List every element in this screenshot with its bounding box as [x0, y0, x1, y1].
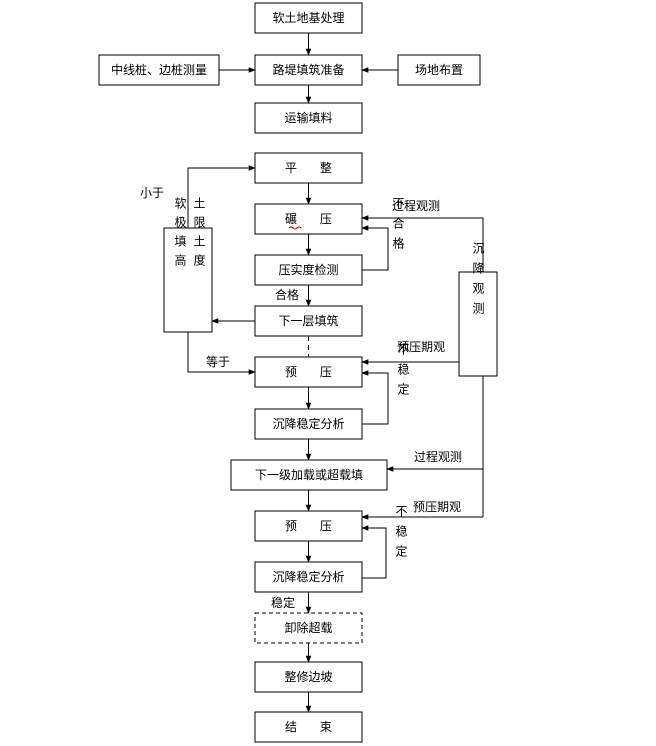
node-soft-soil-limit-height: 软极填高 土限土度	[163, 197, 213, 333]
node-site-layout: 场地布置	[397, 54, 481, 86]
arrow-less-than-to-leveling	[187, 165, 256, 228]
node-preload-2: 预 压	[254, 510, 363, 542]
node-transport-fill-label: 运输填料	[284, 110, 332, 125]
arrow-unqualified-loop	[361, 225, 389, 271]
node-embankment-prep: 路堤填筑准备	[254, 54, 363, 86]
node-preload-1-label: 预 压	[285, 365, 332, 379]
node-rolling: 碾 压	[254, 203, 363, 235]
node-compaction-test: 压实度检测	[254, 254, 363, 286]
node-settlement-analysis-2-label: 沉降稳定分析	[272, 569, 344, 584]
node-remove-surcharge: 卸除超载	[254, 612, 363, 644]
soft-soil-column-2: 土限土度	[192, 197, 206, 273]
arrow-unstable-loop-2	[361, 525, 387, 579]
node-end: 结 束	[254, 711, 363, 743]
arrow-equal-to-preload	[187, 332, 256, 375]
node-settlement-analysis-1-label: 沉降稳定分析	[272, 416, 344, 431]
node-end-label: 结 束	[285, 720, 332, 734]
label-stable: 稳定	[271, 595, 295, 610]
node-preload-1: 预 压	[254, 356, 363, 388]
node-settlement-observation: 沉降观测	[458, 242, 498, 377]
label-process-obs-2: 过程观测	[414, 449, 462, 464]
node-site-layout-label: 场地布置	[415, 63, 463, 77]
node-next-loading-label: 下一级加载或超载填	[255, 467, 363, 482]
arrow-unstable-loop-1	[361, 370, 389, 425]
arrow-process-obs-to-rolling	[361, 215, 484, 272]
spellcheck-squiggle	[288, 226, 302, 230]
node-leveling: 平 整	[254, 152, 363, 184]
node-leveling-label: 平 整	[285, 160, 332, 175]
soft-soil-column-1: 软极填高	[173, 197, 187, 273]
node-centerline-survey: 中线桩、边桩测量	[98, 54, 220, 86]
node-settlement-analysis-2: 沉降稳定分析	[254, 561, 363, 593]
node-preload-2-label: 预 压	[285, 519, 332, 533]
node-transport-fill: 运输填料	[254, 102, 363, 134]
node-next-loading: 下一级加载或超载填	[230, 459, 388, 491]
node-trim-slope-label: 整修边坡	[284, 669, 332, 684]
node-embankment-prep-label: 路堤填筑准备	[272, 62, 344, 77]
label-preload-period-obs-2: 预压期观	[413, 500, 461, 514]
label-less-than: 小于	[140, 186, 164, 200]
label-preload-period-obs-1: 预压期观	[397, 340, 445, 354]
node-next-layer: 下一层填筑	[254, 305, 363, 337]
label-unstable-2: 不稳定	[394, 505, 408, 565]
node-trim-slope: 整修边坡	[254, 661, 363, 693]
node-soft-foundation-label: 软土地基处理	[272, 11, 344, 25]
label-equal-to: 等于	[206, 355, 230, 369]
node-soft-foundation: 软土地基处理	[254, 2, 363, 34]
node-centerline-survey-label: 中线桩、边桩测量	[111, 62, 207, 77]
label-unqualified: 不合格	[391, 197, 405, 257]
node-rolling-label: 碾 压	[285, 212, 332, 226]
label-process-obs-1: 过程观测	[392, 198, 440, 213]
node-remove-surcharge-label: 卸除超载	[284, 620, 332, 635]
settlement-observation-label: 沉降观测	[471, 242, 485, 322]
node-next-layer-label: 下一层填筑	[278, 313, 338, 328]
node-compaction-test-label: 压实度检测	[278, 262, 338, 277]
node-settlement-analysis-1: 沉降稳定分析	[254, 408, 363, 440]
label-qualified: 合格	[275, 287, 299, 302]
label-unstable-1: 不稳定	[396, 343, 410, 403]
